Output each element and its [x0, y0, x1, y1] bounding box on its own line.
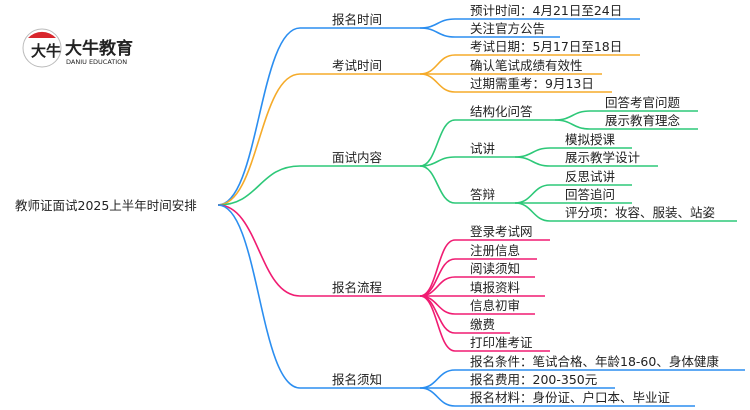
root-topic: 教师证面试2025上半年时间安排 — [15, 198, 197, 213]
leaf-topic: 过期需重考：9月13日 — [470, 76, 594, 91]
subtopic-link — [419, 73, 612, 93]
subtopic: 试讲 — [470, 141, 495, 156]
leaf-topic: 展示教学设计 — [565, 150, 640, 165]
logo: 大牛 大牛教育 DANIU EDUCATION — [22, 28, 133, 68]
logo-red-cap — [28, 31, 56, 38]
leaf-topic: 阅读须知 — [470, 261, 520, 276]
subtopic-link — [419, 156, 515, 167]
branch-topic: 考试时间 — [332, 58, 382, 73]
branch-topic: 报名时间 — [332, 12, 382, 27]
logo-subtitle: DANIU EDUCATION — [66, 58, 127, 66]
leaf-topic: 填报资料 — [470, 280, 521, 295]
leaf-topic: 考试日期：5月17日至18日 — [470, 39, 622, 54]
leaf-topic: 关注官方公告 — [470, 21, 545, 36]
branch-link — [217, 27, 420, 206]
branch-link — [217, 165, 420, 206]
subtopic-link — [419, 165, 515, 204]
leaf-topic: 信息初审 — [470, 298, 520, 313]
subtopic-link — [419, 387, 695, 407]
leaf-topic: 报名费用：200-350元 — [470, 372, 597, 387]
leaf-topic: 确认笔试成绩有效性 — [470, 58, 583, 73]
leaf-topic: 打印准考证 — [470, 335, 533, 350]
leaf-topic: 报名条件：笔试合格、年龄18-60、身体健康 — [470, 354, 719, 369]
leaf-topic: 反思试讲 — [565, 169, 615, 184]
subtopic: 答辩 — [470, 187, 495, 202]
leaf-topic: 注册信息 — [470, 243, 520, 258]
branch-link — [217, 204, 420, 389]
leaf-link — [554, 119, 698, 130]
leaf-link — [514, 156, 658, 167]
leaf-topic: 回答考官问题 — [605, 95, 681, 110]
branch-topic: 报名须知 — [332, 372, 382, 387]
leaf-topic: 展示教育理念 — [605, 113, 681, 128]
leaf-topic: 评分项：妆容、服装、站姿 — [565, 205, 715, 220]
branch-topic: 报名流程 — [332, 280, 383, 295]
leaf-topic: 回答追问 — [565, 187, 615, 202]
leaf-topic: 登录考试网 — [470, 224, 533, 239]
branch-link — [217, 73, 420, 206]
logo-name: 大牛教育 — [65, 38, 133, 59]
leaf-topic: 模拟授课 — [565, 132, 616, 147]
logo-mark-glyph: 大牛 — [31, 42, 61, 60]
subtopic-link — [419, 27, 560, 38]
logo-mark-icon — [22, 28, 62, 68]
subtopic: 结构化问答 — [470, 104, 533, 119]
leaf-topic: 预计时间：4月21日至24日 — [470, 3, 622, 18]
branch-link — [217, 204, 420, 297]
subtopic-link — [419, 295, 550, 352]
leaf-topic: 缴费 — [470, 317, 495, 332]
branch-topic: 面试内容 — [332, 150, 382, 165]
leaf-link — [514, 202, 737, 222]
subtopic-link — [419, 119, 555, 167]
leaf-topic: 报名材料：身份证、户口本、毕业证 — [470, 390, 671, 405]
